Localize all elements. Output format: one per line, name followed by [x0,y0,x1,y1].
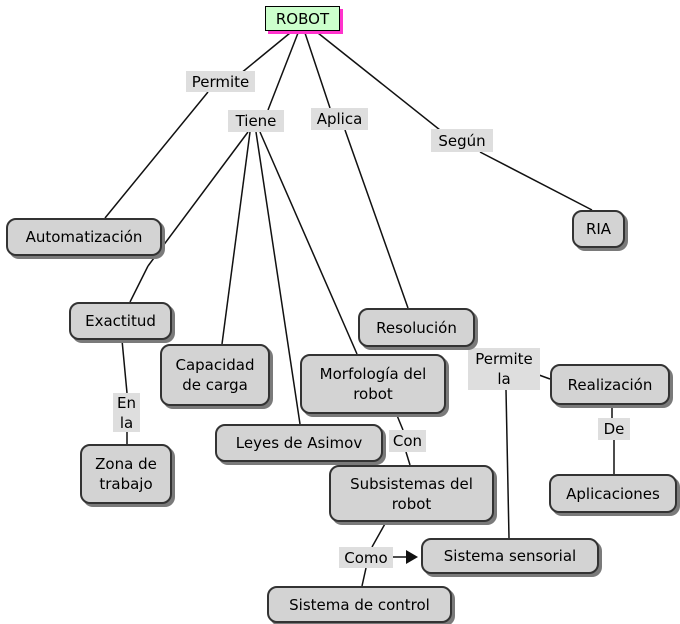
concept-sistema-sensorial: Sistema sensorial [421,538,599,574]
connector-line [147,131,249,267]
link-label-aplica: Aplica [311,108,368,130]
concept-capacidad-de-carga: Capacidad de carga [160,344,270,406]
link-label-de: De [598,418,630,440]
link-label-con: Con [389,430,426,452]
connector-line [479,151,593,211]
concept-aplicaciones: Aplicaciones [549,474,677,513]
connector-line [505,389,510,539]
concept-automatizacion: Automatización [6,218,162,256]
connector-line [538,374,551,380]
concept-morfologia-del-robot: Morfología del robot [300,354,446,414]
concept-ria: RIA [572,210,625,248]
connector-line [104,91,209,219]
concept-subsistemas-del-robot: Subsistemas del robot [329,465,494,522]
concept-resolucion: Resolución [358,308,475,347]
link-label-en-la: En la [113,393,140,432]
link-label-tiene: Tiene [228,110,284,132]
link-label-permite: Permite [186,71,255,92]
link-label-segun: Según [431,129,493,152]
connector-line [371,521,387,548]
connector-line [267,32,299,111]
connector-line [361,567,367,587]
connector-line [259,131,358,355]
connector-line [239,32,291,75]
concept-root-robot: ROBOT [265,6,340,31]
connector-line [255,131,301,425]
connector-line [344,129,409,309]
connector-line [129,265,149,303]
concept-zona-de-trabajo: Zona de trabajo [80,444,172,504]
concept-realizacion: Realización [550,364,670,405]
link-label-como: Como [339,547,393,568]
arrowhead-icon [406,550,418,564]
connector-line [221,131,251,345]
connector-line [395,412,404,431]
concept-leyes-de-asimov: Leyes de Asimov [215,424,383,462]
concept-exactitud: Exactitud [69,302,172,340]
connector-line [121,339,128,394]
connector-line [405,451,411,466]
link-label-permite-la: Permite la [468,348,540,390]
concept-sistema-de-control: Sistema de control [267,586,452,623]
connector-line [317,32,441,131]
connector-line [304,32,331,109]
